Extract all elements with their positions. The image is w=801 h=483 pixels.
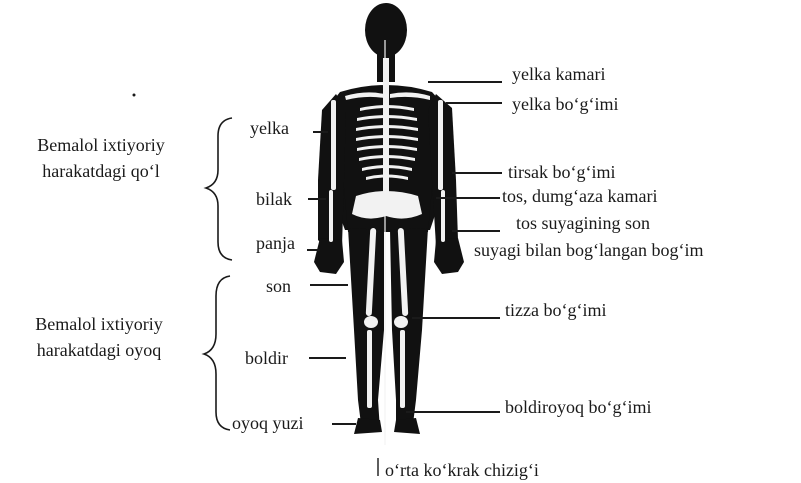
label-tos-son-line2: suyagi bilan bog‘langan bog‘im xyxy=(474,240,703,260)
label-panja: panja xyxy=(256,233,295,253)
label-bilak: bilak xyxy=(256,189,292,209)
label-boldiroyoq-bogimi: boldiroyoq bo‘g‘imi xyxy=(505,397,652,417)
leg-group-line2: harakatdagi oyoq xyxy=(4,337,194,363)
arm-group-line1: Bemalol ixtiyoriy xyxy=(6,132,196,158)
label-oyoq-yuzi: oyoq yuzi xyxy=(232,413,304,433)
leg-group-label: Bemalol ixtiyoriy harakatdagi oyoq xyxy=(4,311,194,363)
label-tos-kamari: tos, dumg‘aza kamari xyxy=(502,186,657,206)
brace-leg xyxy=(204,276,230,430)
label-son: son xyxy=(266,276,291,296)
leg-group-line1: Bemalol ixtiyoriy xyxy=(4,311,194,337)
label-tos-son-line1: tos suyagining son xyxy=(516,213,650,233)
label-yelka-kamari: yelka kamari xyxy=(512,64,605,84)
arm-group-line2: harakatdagi qo‘l xyxy=(6,158,196,184)
label-yelka: yelka xyxy=(250,118,289,138)
label-tirsak-bogimi: tirsak bo‘g‘imi xyxy=(508,162,615,182)
brace-arm xyxy=(206,118,232,260)
dot-mark xyxy=(133,94,136,97)
label-midline: o‘rta ko‘krak chizig‘i xyxy=(385,460,539,480)
label-tizza-bogimi: tizza bo‘g‘imi xyxy=(505,300,606,320)
label-yelka-bogimi: yelka bo‘g‘imi xyxy=(512,94,618,114)
arm-group-label: Bemalol ixtiyoriy harakatdagi qo‘l xyxy=(6,132,196,184)
label-boldir: boldir xyxy=(245,348,288,368)
